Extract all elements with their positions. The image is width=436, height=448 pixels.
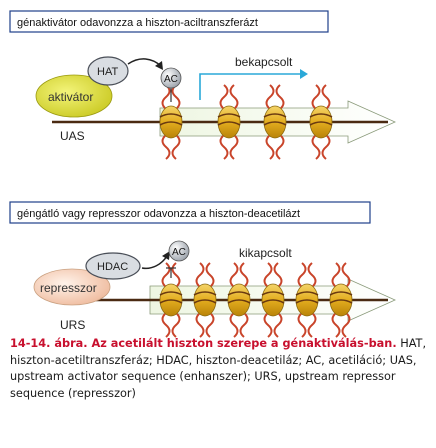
transcription-arrow-head	[300, 69, 308, 79]
transcription-arrow	[199, 73, 302, 100]
activator	[35, 74, 113, 118]
caption-body: HAT, hiszton-acetiltranszferáz; HDAC, hi…	[10, 337, 427, 400]
hat-label: HAT	[97, 66, 118, 78]
nucleosome-2-5	[295, 262, 319, 338]
ac-ball-2	[168, 240, 190, 262]
nucleosome-2-6	[329, 262, 353, 338]
hdac-label: HDAC	[97, 261, 128, 273]
urs-label: URS	[60, 318, 85, 332]
nucleosome-1-1	[159, 84, 183, 160]
caption-heading: 14-14. ábra. Az acetilált hiszton szerep…	[10, 337, 397, 350]
activator-label: aktivátor	[48, 90, 93, 104]
nucleosome-1-4	[309, 84, 333, 160]
ac-label-2: AC	[172, 247, 186, 258]
nucleosome-2-1	[159, 262, 183, 338]
repressor	[33, 268, 111, 306]
nucleosome-1-3	[263, 84, 287, 160]
repressor-label: represszor	[40, 281, 97, 295]
hdac-enzyme	[85, 252, 141, 280]
nucleosome-2-4	[261, 262, 285, 338]
nucleosome-2-2	[193, 262, 217, 338]
acetylation-arrow	[127, 58, 162, 67]
deacetylation-arrow-head	[162, 251, 170, 260]
hat-enzyme	[87, 56, 129, 86]
uas-label: UAS	[60, 129, 85, 143]
nucleosome-2-3	[227, 262, 251, 338]
state-label-on: bekapcsolt	[235, 55, 293, 69]
deacetylation-arrow	[141, 255, 168, 270]
state-label-off: kikapcsolt	[239, 246, 292, 260]
acetylation-arrow-head	[155, 61, 163, 70]
ac-label-1: AC	[164, 74, 178, 85]
panel2-title: géngátló vagy represszor odavonzza a his…	[17, 208, 300, 220]
panel2-title-box	[9, 201, 371, 224]
panel1-title: génaktivátor odavonzza a hiszton-aciltra…	[17, 17, 258, 29]
panel1-title-box	[9, 10, 329, 33]
figure-caption: 14-14. ábra. Az acetilált hiszton szerep…	[10, 336, 428, 402]
ac-ball-1	[160, 67, 182, 89]
nucleosome-1-2	[217, 84, 241, 160]
